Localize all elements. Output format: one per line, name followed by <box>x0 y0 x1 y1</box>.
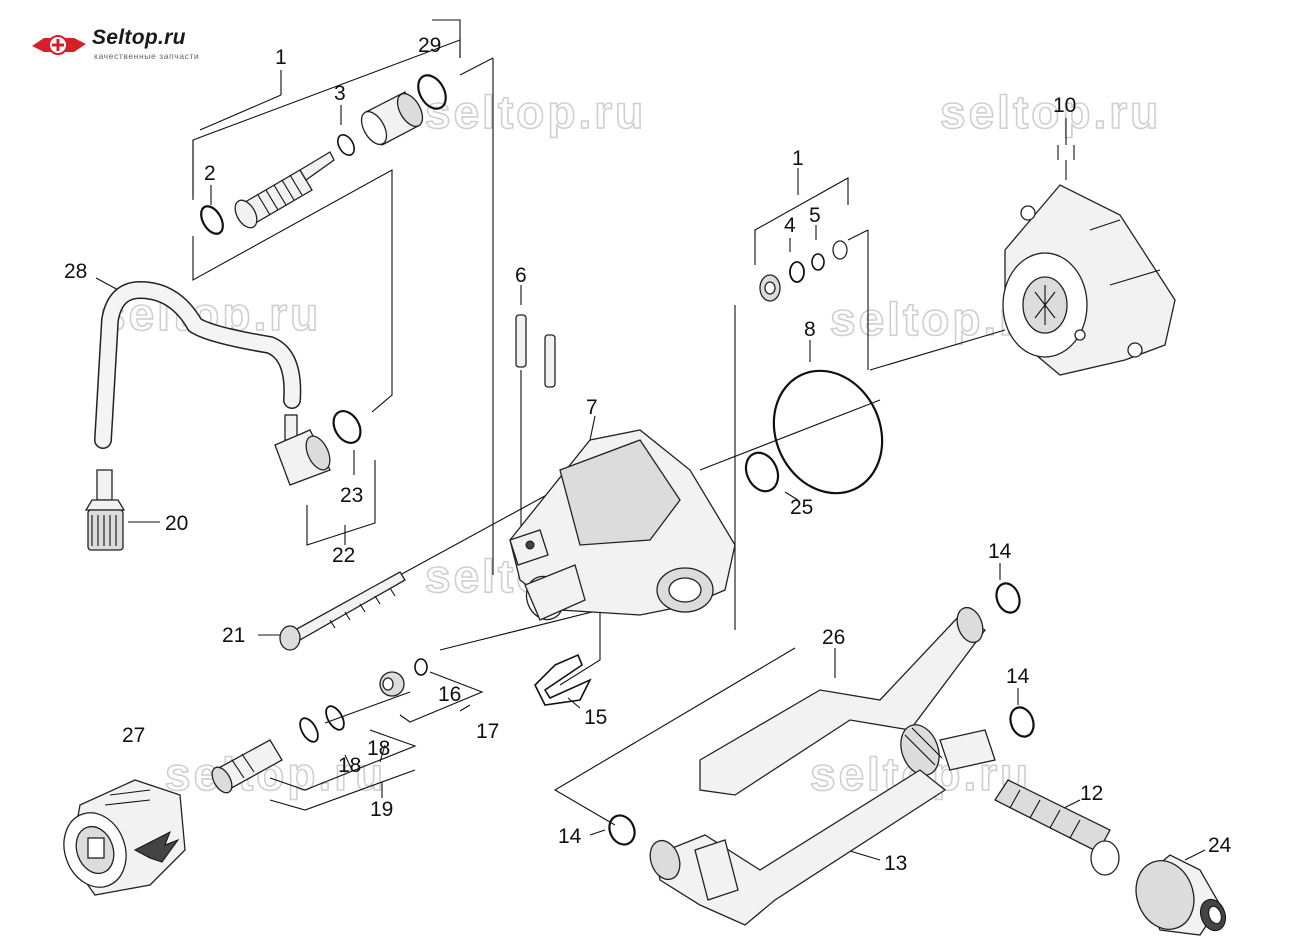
label-part-1-right: 1 <box>792 147 804 170</box>
label-part-17: 17 <box>476 720 499 743</box>
label-part-18-a: 18 <box>367 737 390 760</box>
watermark-1: seltop.ru <box>425 86 646 138</box>
part-1-valve-set-right <box>759 274 781 302</box>
label-part-20: 20 <box>165 512 188 535</box>
label-part-29: 29 <box>418 34 441 57</box>
label-part-18-b: 18 <box>338 754 361 777</box>
part-number-labels: 1 29 3 2 28 20 23 22 6 7 21 10 1 4 5 8 2… <box>64 34 1232 875</box>
label-part-10: 10 <box>1053 94 1076 117</box>
part-27-quick-coupling <box>63 779 186 896</box>
label-part-13: 13 <box>884 852 907 875</box>
label-part-23: 23 <box>340 484 363 507</box>
logo-tagline: качественные запчасти <box>94 51 200 61</box>
label-part-6: 6 <box>515 264 527 287</box>
part-23-o-ring <box>332 410 362 444</box>
label-part-25: 25 <box>790 496 813 519</box>
label-part-19: 19 <box>370 798 393 821</box>
leader-lines <box>95 19 1206 861</box>
part-3-washer <box>337 134 355 156</box>
part-1-valve-piston <box>234 151 335 229</box>
label-part-3: 3 <box>334 82 346 105</box>
part-16-washer <box>414 658 428 676</box>
label-part-2: 2 <box>204 162 216 185</box>
label-part-16: 16 <box>438 683 461 706</box>
part-29-o-ring <box>417 74 447 110</box>
part-7-pump-housing <box>509 429 736 621</box>
label-part-14-b: 14 <box>1006 665 1030 688</box>
part-5-washer <box>811 253 825 271</box>
label-part-22: 22 <box>332 544 355 567</box>
label-part-1-top: 1 <box>275 46 287 69</box>
label-part-28: 28 <box>64 260 87 283</box>
label-part-21: 21 <box>222 624 245 647</box>
part-6-pins <box>515 314 556 388</box>
part-28-suction-hose <box>94 280 302 449</box>
part-26-pressure-tube <box>699 606 996 796</box>
part-12-filter-sleeve <box>994 779 1120 876</box>
part-10-flange-cover <box>1002 184 1176 376</box>
watermark-3: seltop.ru <box>100 288 321 340</box>
label-part-14-a: 14 <box>988 540 1012 563</box>
label-part-24: 24 <box>1208 834 1232 857</box>
label-part-5: 5 <box>809 204 821 227</box>
part-1-valve-sleeve <box>360 91 424 146</box>
part-14-o-ring-b <box>1009 706 1035 738</box>
part-15-clip <box>534 653 592 706</box>
part-18-o-ring-a <box>299 717 319 743</box>
label-part-8: 8 <box>804 318 816 341</box>
part-1-small-seal <box>832 240 848 260</box>
part-17-valve <box>379 671 405 697</box>
logo-emblem-icon <box>32 35 86 55</box>
watermark-2: seltop.ru <box>940 86 1161 138</box>
seltop-logo: Seltop.ru качественные запчасти <box>30 26 230 66</box>
logo-name: Seltop.ru <box>92 26 186 49</box>
label-part-15: 15 <box>584 706 607 729</box>
part-2-o-ring <box>200 205 224 235</box>
label-part-27: 27 <box>122 724 145 747</box>
part-19-nipple <box>211 739 283 794</box>
label-part-4: 4 <box>784 214 796 237</box>
part-21-long-screw <box>279 571 406 651</box>
part-13-manifold-tube <box>649 769 947 926</box>
part-14-o-ring-c <box>608 814 636 846</box>
part-24-water-inlet-coupling <box>1135 854 1227 936</box>
part-14-o-ring-a <box>995 582 1021 614</box>
part-22-hose-connector <box>274 414 331 486</box>
label-part-12: 12 <box>1080 782 1103 805</box>
label-part-14-c: 14 <box>558 825 582 848</box>
label-part-7: 7 <box>586 396 598 419</box>
part-18-o-ring-b <box>325 705 345 731</box>
part-20-suction-filter <box>84 469 126 551</box>
part-25-o-ring <box>744 451 780 493</box>
label-part-26: 26 <box>822 626 845 649</box>
part-8-large-o-ring <box>772 369 884 495</box>
part-4-washer <box>789 261 805 283</box>
